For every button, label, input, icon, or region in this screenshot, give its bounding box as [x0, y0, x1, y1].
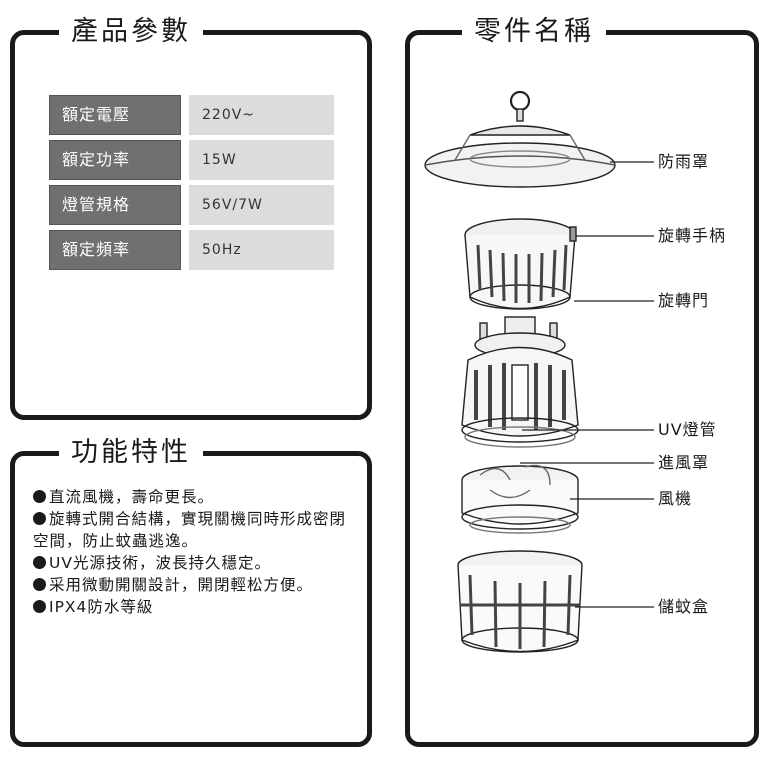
spec-value: 220V~	[189, 95, 334, 135]
feature-list: 直流風機，壽命更長。 旋轉式開合結構，實現關機同時形成密閉空間，防止蚊蟲逃逸。 …	[33, 486, 358, 618]
bullet-icon	[33, 490, 46, 503]
spec-label: 額定電壓	[49, 95, 181, 135]
mosquito-box-drawing	[457, 550, 583, 653]
part-label-fan: 風機	[658, 489, 693, 508]
spec-label: 額定功率	[49, 140, 181, 180]
part-label-uv-tube: UV燈管	[658, 420, 717, 439]
feature-item: 采用微動開關設計，開閉輕松方便。	[33, 574, 358, 596]
rotating-door-drawing	[464, 218, 577, 310]
part-label-rain-cover: 防雨罩	[658, 152, 710, 171]
feature-text: 直流風機，壽命更長。	[49, 488, 215, 506]
bullet-icon	[33, 512, 46, 525]
feature-item: UV光源技術，波長持久穩定。	[33, 552, 358, 574]
feature-item: 旋轉式開合結構，實現關機同時形成密閉空間，防止蚊蟲逃逸。	[33, 508, 358, 552]
part-label-rotating-handle: 旋轉手柄	[658, 226, 727, 245]
feature-text: 旋轉式開合結構，實現關機同時形成密閉空間，防止蚊蟲逃逸。	[33, 510, 347, 550]
spec-value: 15W	[189, 140, 334, 180]
parts-title: 零件名稱	[462, 14, 606, 50]
rain-cover-drawing	[424, 90, 616, 188]
spec-value: 50Hz	[189, 230, 334, 270]
uv-lamp-housing-drawing	[461, 316, 579, 448]
feature-text: UV光源技術，波長持久穩定。	[49, 554, 271, 572]
exploded-view-diagram	[424, 90, 654, 653]
part-label-air-intake-cover: 進風罩	[658, 453, 710, 472]
feature-item: 直流風機，壽命更長。	[33, 486, 358, 508]
spec-value: 56V/7W	[189, 185, 334, 225]
specs-panel: 產品參數 額定電壓 220V~ 額定功率 15W 燈管規格 56V/7W 額定頻…	[10, 14, 372, 420]
bullet-icon	[33, 578, 46, 591]
part-label-rotating-door: 旋轉門	[658, 291, 710, 310]
features-panel: 功能特性 直流風機，壽命更長。 旋轉式開合結構，實現關機同時形成密閉空間，防止蚊…	[10, 435, 372, 747]
leader-lines	[520, 161, 654, 608]
feature-text: IPX4防水等級	[49, 598, 154, 616]
part-label-mosquito-box: 儲蚊盒	[658, 597, 710, 616]
features-title: 功能特性	[59, 435, 203, 471]
fan-drawing	[461, 464, 579, 534]
bullet-icon	[33, 600, 46, 613]
bullet-icon	[33, 556, 46, 569]
specs-title: 產品參數	[59, 14, 203, 50]
spec-label: 燈管規格	[49, 185, 181, 225]
spec-label: 額定頻率	[49, 230, 181, 270]
parts-panel: 零件名稱	[405, 14, 759, 747]
feature-text: 采用微動開關設計，開閉輕松方便。	[49, 576, 314, 594]
feature-item: IPX4防水等級	[33, 596, 358, 618]
